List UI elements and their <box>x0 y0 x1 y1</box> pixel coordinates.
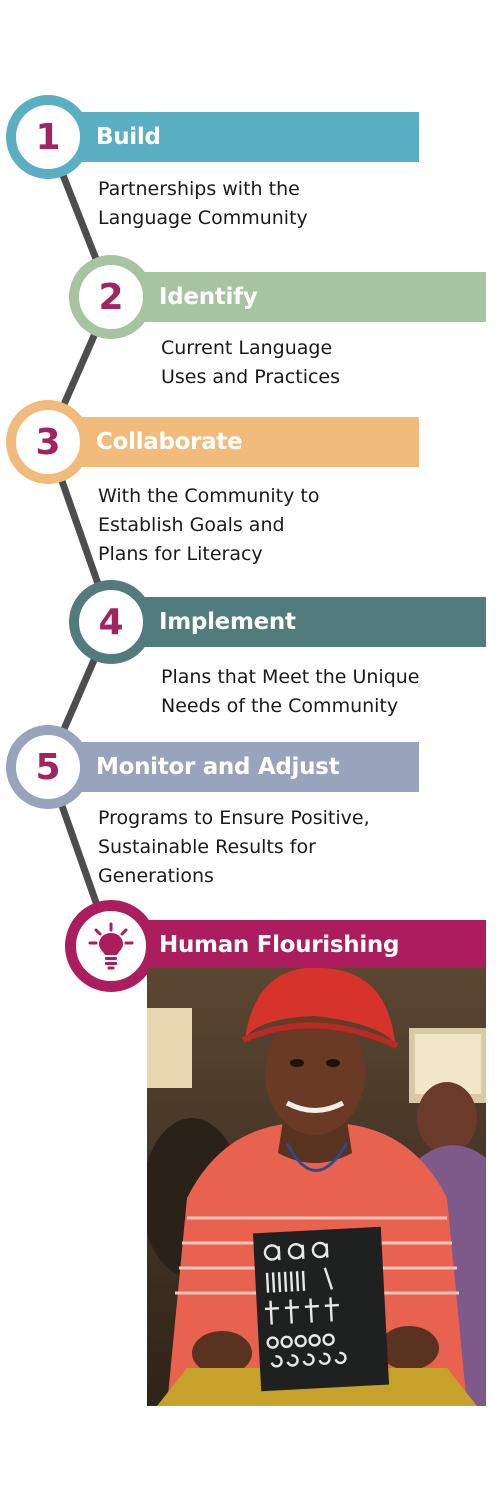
step-5-line-1: Programs to Ensure Positive, <box>98 807 370 829</box>
step-1-title-bar: Build <box>48 112 419 162</box>
step-4-title-bar: Implement <box>111 597 486 647</box>
outcome-title-bar: Human Flourishing <box>111 920 486 970</box>
step-3-title-bar: Collaborate <box>48 417 419 467</box>
step-1-line-1: Partnerships with the <box>98 178 300 200</box>
step-2-line-2: Uses and Practices <box>161 366 341 388</box>
step-1-line-2: Language Community <box>98 207 308 229</box>
step-1-description: Partnerships with the Language Community <box>98 175 308 233</box>
step-4-title: Implement <box>159 609 296 635</box>
step-4-line-2: Needs of the Community <box>161 695 399 717</box>
step-2-line-1: Current Language <box>161 337 333 359</box>
step-5-number-circle: 5 <box>6 725 90 809</box>
step-2-title-bar: Identify <box>111 272 486 322</box>
outcome-icon-circle <box>65 900 157 992</box>
community-member-photo <box>147 968 486 1406</box>
step-3-line-3: Plans for Literacy <box>98 543 263 565</box>
step-2-title: Identify <box>159 284 258 310</box>
photo-illustration <box>147 968 486 1406</box>
step-5-number: 5 <box>35 746 61 788</box>
step-5-line-2: Sustainable Results for <box>98 836 316 858</box>
step-3-number-circle: 3 <box>6 400 90 484</box>
step-1-number: 1 <box>35 116 61 158</box>
step-3-number: 3 <box>35 421 61 463</box>
step-4-line-1: Plans that Meet the Unique <box>161 666 420 688</box>
step-5-title-bar: Monitor and Adjust <box>48 742 419 792</box>
step-4-number-circle: 4 <box>69 580 153 664</box>
step-2-number: 2 <box>98 276 124 318</box>
step-5-line-3: Generations <box>98 865 214 887</box>
step-3-description: With the Community to Establish Goals an… <box>98 482 319 569</box>
step-1-title: Build <box>96 124 161 150</box>
step-5-description: Programs to Ensure Positive, Sustainable… <box>98 804 370 891</box>
step-1-number-circle: 1 <box>6 95 90 179</box>
step-2-description: Current Language Uses and Practices <box>161 334 340 392</box>
step-4-number: 4 <box>98 601 124 643</box>
step-5-title: Monitor and Adjust <box>96 754 340 780</box>
step-3-line-2: Establish Goals and <box>98 514 285 536</box>
step-3-line-1: With the Community to <box>98 485 320 507</box>
step-4-description: Plans that Meet the Unique Needs of the … <box>161 663 420 721</box>
outcome-title: Human Flourishing <box>159 932 400 958</box>
step-2-number-circle: 2 <box>69 255 153 339</box>
lightbulb-icon <box>88 922 134 970</box>
step-3-title: Collaborate <box>96 429 243 455</box>
